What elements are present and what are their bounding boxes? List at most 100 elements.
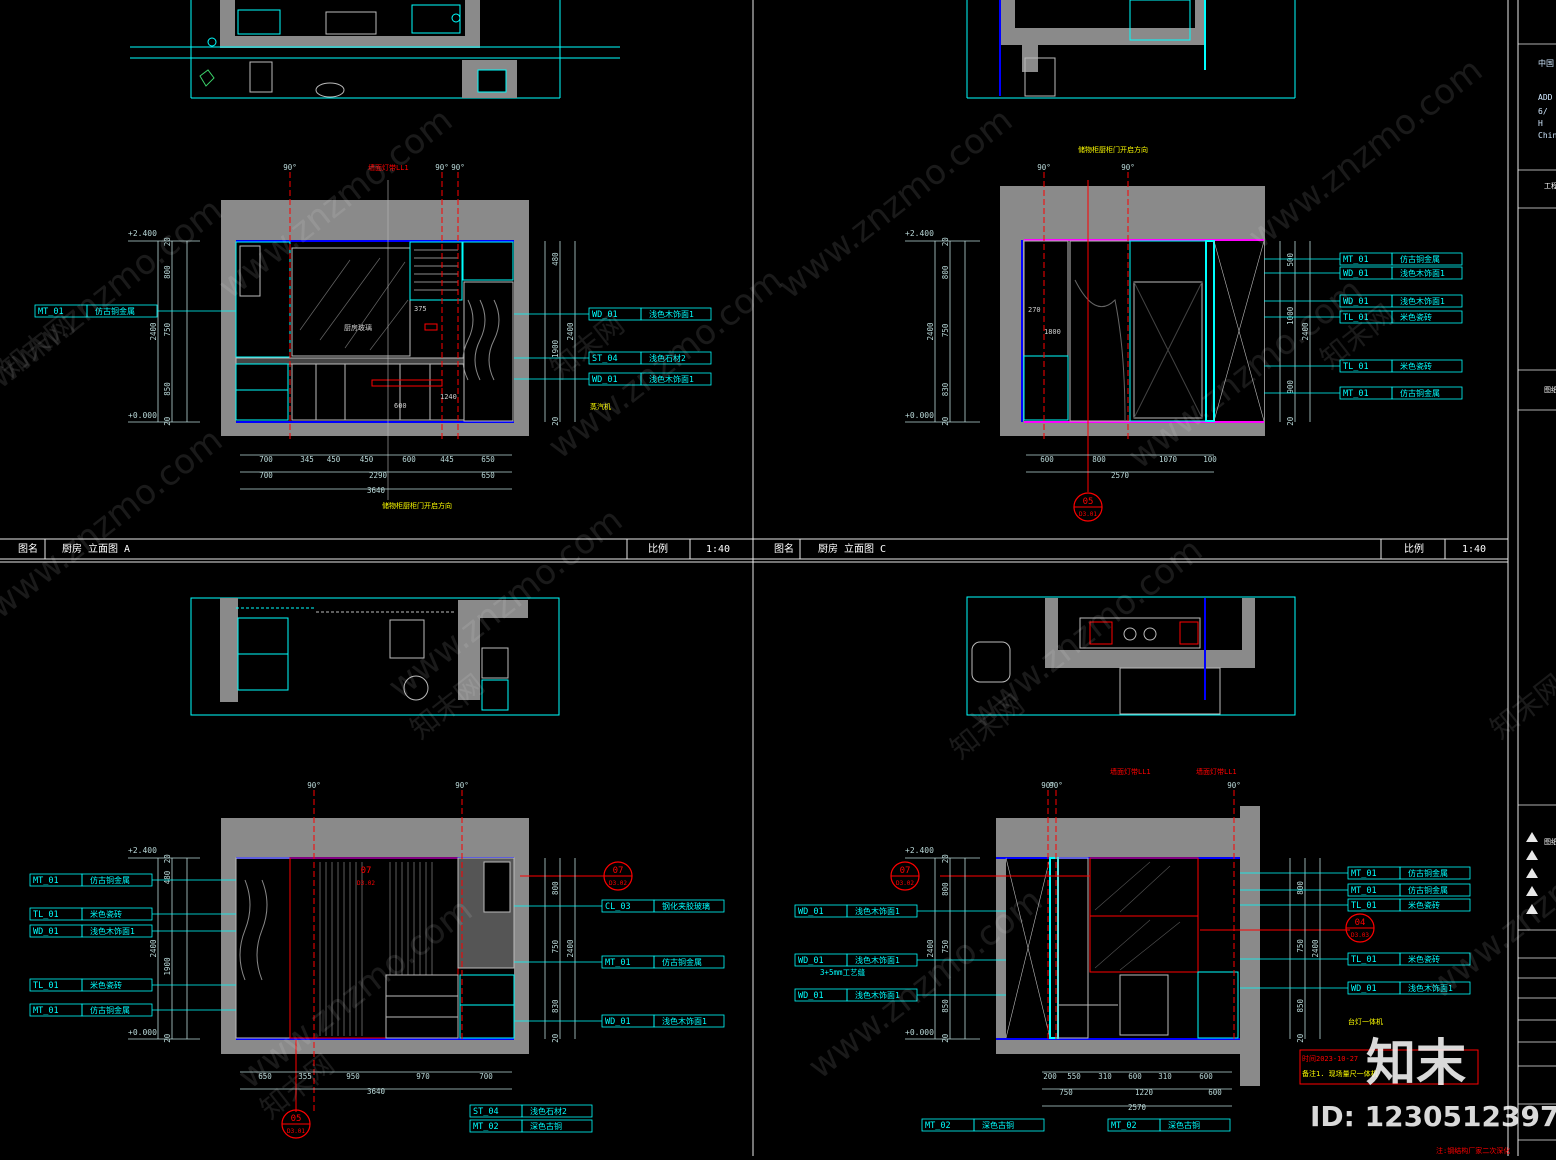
material-code: MT_01 — [1343, 389, 1369, 399]
vertical-dimension: 830 — [551, 999, 560, 1013]
material-desc: 浅色木饰面1 — [649, 374, 694, 384]
material-desc-box — [1399, 981, 1471, 995]
scale-label-C: 比例 — [1404, 542, 1424, 555]
vertical-dimension: 1900 — [551, 339, 560, 358]
title-block-text: Chin — [1538, 131, 1556, 140]
material-desc: 浅色木饰面1 — [1408, 983, 1453, 993]
vertical-dimension-total: 2400 — [926, 939, 935, 958]
material-code: TL_01 — [33, 981, 59, 991]
material-desc: 仿古铜金属 — [90, 875, 130, 885]
inner-label: 1240 — [440, 393, 457, 401]
vertical-dimension: 830 — [941, 382, 950, 396]
material-desc: 仿古铜金属 — [1400, 254, 1440, 264]
title-block-text: 中国 — [1538, 58, 1554, 68]
section-mark-sheet: D3.01 — [1079, 511, 1097, 518]
level-top: +2.400 — [905, 846, 934, 855]
drawing-note: 墙面灯带LL1 — [1196, 767, 1237, 776]
angle-mark: 90° — [451, 163, 465, 172]
material-desc: 钢化夹胶玻璃 — [662, 901, 710, 911]
material-code: MT_01 — [1351, 886, 1377, 896]
plan-fragment-C — [966, 0, 1296, 99]
vertical-dimension-total: 2400 — [149, 322, 158, 341]
horizontal-dimension: 700 — [479, 1072, 493, 1081]
horizontal-dimension: 310 — [1158, 1072, 1172, 1081]
title-cell-label-C: 图名 — [774, 542, 794, 555]
material-desc: 浅色木饰面1 — [1400, 296, 1445, 306]
level-bottom: +0.000 — [128, 411, 157, 420]
vertical-dimension: 20 — [941, 854, 950, 864]
material-desc: 深色古铜 — [530, 1121, 562, 1131]
level-top: +2.400 — [905, 229, 934, 238]
horizontal-dimension-total: 3640 — [367, 1087, 386, 1096]
vertical-dimension: 20 — [1286, 416, 1295, 426]
angle-mark: 90° — [1121, 163, 1135, 172]
material-desc: 浅色木饰面1 — [649, 309, 694, 319]
vertical-dimension: 750 — [551, 939, 560, 953]
plan-fragment-B — [190, 597, 560, 716]
section-mark-sheet: D3.02 — [896, 880, 914, 887]
material-code: CL_03 — [605, 902, 631, 912]
material-code: MT_01 — [33, 876, 59, 886]
material-code: MT_01 — [1343, 255, 1369, 265]
horizontal-dimension: 100 — [1203, 455, 1217, 464]
horizontal-dimension: 650 — [481, 471, 495, 480]
material-desc-box — [1399, 883, 1471, 897]
section-mark-number: 05 — [291, 1114, 302, 1124]
horizontal-dimension: 600 — [1199, 1072, 1213, 1081]
drawing-note: 墙面灯带LL1 — [1110, 767, 1151, 776]
drawing-note: 蒸汽机 — [590, 402, 611, 411]
material-desc: 浅色木饰面1 — [1400, 268, 1445, 278]
material-desc: 浅色木饰面1 — [662, 1016, 707, 1026]
material-desc-box — [1399, 898, 1471, 912]
horizontal-dimension: 550 — [1067, 1072, 1081, 1081]
material-code: WD_01 — [798, 907, 824, 917]
material-code: MT_01 — [1351, 869, 1377, 879]
title-block — [1518, 43, 1556, 1141]
material-desc-box — [640, 372, 712, 386]
title-bar-A: 图名 厨房 立面图 A 比例 1:40 — [18, 542, 730, 555]
title-block-row: 图纸名称 — [1544, 837, 1556, 846]
horizontal-dimension: 800 — [1092, 455, 1106, 464]
vertical-dimension-total: 2400 — [1311, 939, 1320, 958]
material-desc: 仿古铜金属 — [1400, 388, 1440, 398]
watermark-id: ID: 1230512397 — [1310, 1100, 1556, 1133]
vertical-dimension: 800 — [1296, 881, 1305, 895]
vertical-dimension: 20 — [163, 854, 172, 864]
material-code: ST_04 — [592, 354, 618, 364]
material-desc: 仿古铜金属 — [1408, 868, 1448, 878]
material-desc-box — [521, 1119, 593, 1133]
vertical-dimension: 900 — [1286, 380, 1295, 394]
vertical-dimension: 1900 — [163, 957, 172, 976]
vertical-dimension: 850 — [941, 999, 950, 1013]
drawing-note: 墙面灯带LL1 — [368, 163, 409, 172]
sheet-frame — [0, 0, 1519, 1156]
material-desc: 浅色木饰面1 — [90, 926, 135, 936]
vertical-dimension-total: 2400 — [566, 322, 575, 341]
horizontal-dimension: 2570 — [1111, 471, 1130, 480]
drawing-note: 储物柜厨柜门开启方向 — [1078, 145, 1148, 154]
title-block-text: 6/ — [1538, 107, 1548, 116]
material-desc-box — [1399, 866, 1471, 880]
material-code: WD_01 — [592, 310, 618, 320]
vertical-dimension-total: 2400 — [926, 322, 935, 341]
angle-mark: 90° — [455, 781, 469, 790]
material-code: WD_01 — [33, 927, 59, 937]
material-code: WD_01 — [1351, 984, 1377, 994]
vertical-dimension: 20 — [551, 1033, 560, 1043]
material-desc: 米色瓷砖 — [1400, 361, 1432, 371]
title-block-row: 图纸 — [1544, 385, 1556, 394]
vertical-dimension: 20 — [941, 237, 950, 247]
horizontal-dimension: 700 — [259, 471, 273, 480]
material-code: TL_01 — [1351, 955, 1377, 965]
material-code: MT_02 — [1111, 1121, 1137, 1131]
title-block-row: 工程 — [1544, 181, 1556, 190]
material-code: WD_01 — [798, 956, 824, 966]
material-code: MT_02 — [473, 1122, 499, 1132]
revision-triangles — [1526, 832, 1538, 914]
horizontal-dimension: 450 — [360, 455, 374, 464]
horizontal-dimension: 600 — [402, 455, 416, 464]
material-desc: 浅色木饰面1 — [855, 955, 900, 965]
view-title-A: 厨房 立面图 A — [62, 542, 130, 555]
material-desc: 仿古铜金属 — [90, 1005, 130, 1015]
